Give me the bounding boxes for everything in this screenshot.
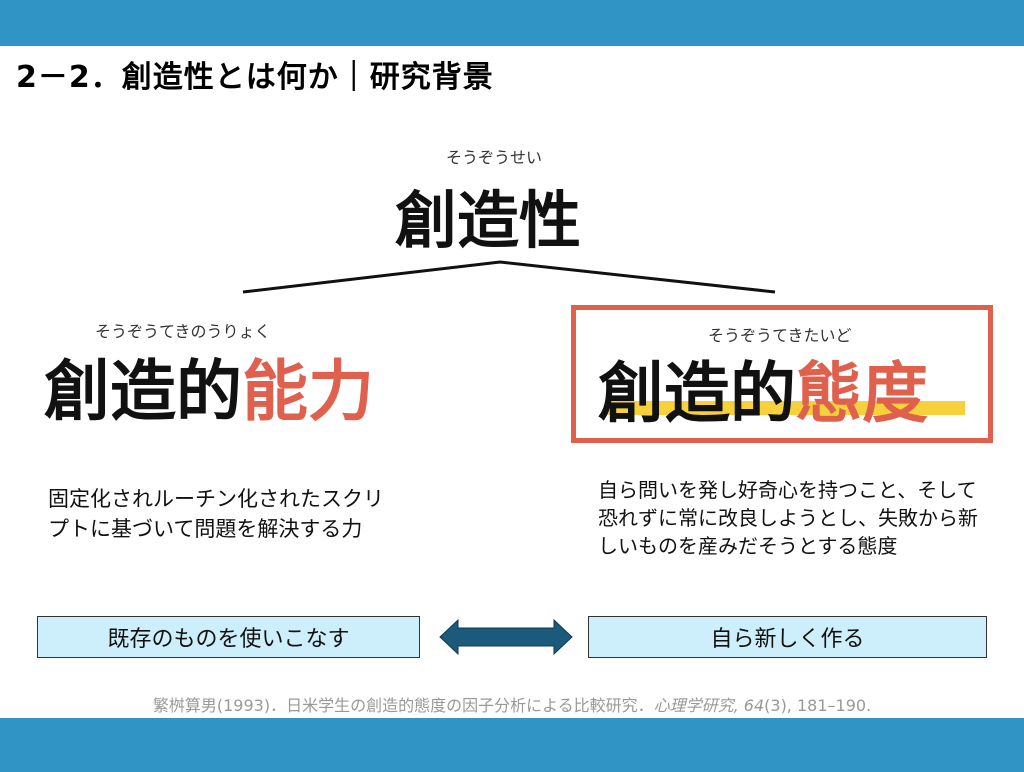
right-word-red: 態度 <box>796 355 928 432</box>
right-ruby: そうぞうてきたいど <box>708 326 852 345</box>
double-arrow-icon <box>439 618 573 656</box>
citation-journal: 心理学研究, <box>653 696 739 715</box>
yellow-underline <box>605 401 965 415</box>
left-ruby: そうぞうてきのうりょく <box>95 322 271 341</box>
left-word-black: 創造的 <box>44 353 242 430</box>
right-description: 自ら問いを発し好奇心を持つこと、そして恐れずに常に改良しようとし、失敗から新しい… <box>598 478 978 558</box>
citation: 繁桝算男(1993)．日米学生の創造的態度の因子分析による比較研究．心理学研究,… <box>0 692 1024 716</box>
right-highlight-box <box>571 305 993 443</box>
right-word-black: 創造的 <box>598 355 796 432</box>
top-ruby: そうぞうせい <box>446 148 543 167</box>
left-description: 固定化されルーチン化されたスクリプトに基づいて問題を解決する力 <box>48 487 384 541</box>
citation-pages: (3), 181–190. <box>764 696 872 715</box>
top-word: 創造性 <box>395 184 582 257</box>
right-summary-box: 自ら新しく作る <box>588 616 987 658</box>
citation-text: 繁桝算男(1993)．日米学生の創造的態度の因子分析による比較研究． <box>152 696 654 715</box>
top-banner <box>0 0 1024 46</box>
slide-title: 2－2．創造性とは何か｜研究背景 <box>16 60 494 95</box>
right-word: 創造的態度 <box>598 340 928 436</box>
citation-volume: 64 <box>743 696 765 715</box>
bottom-banner <box>0 718 1024 772</box>
left-word: 創造的能力 <box>44 338 374 434</box>
left-word-red: 能力 <box>242 353 374 430</box>
left-summary-box: 既存のものを使いこなす <box>37 616 420 658</box>
